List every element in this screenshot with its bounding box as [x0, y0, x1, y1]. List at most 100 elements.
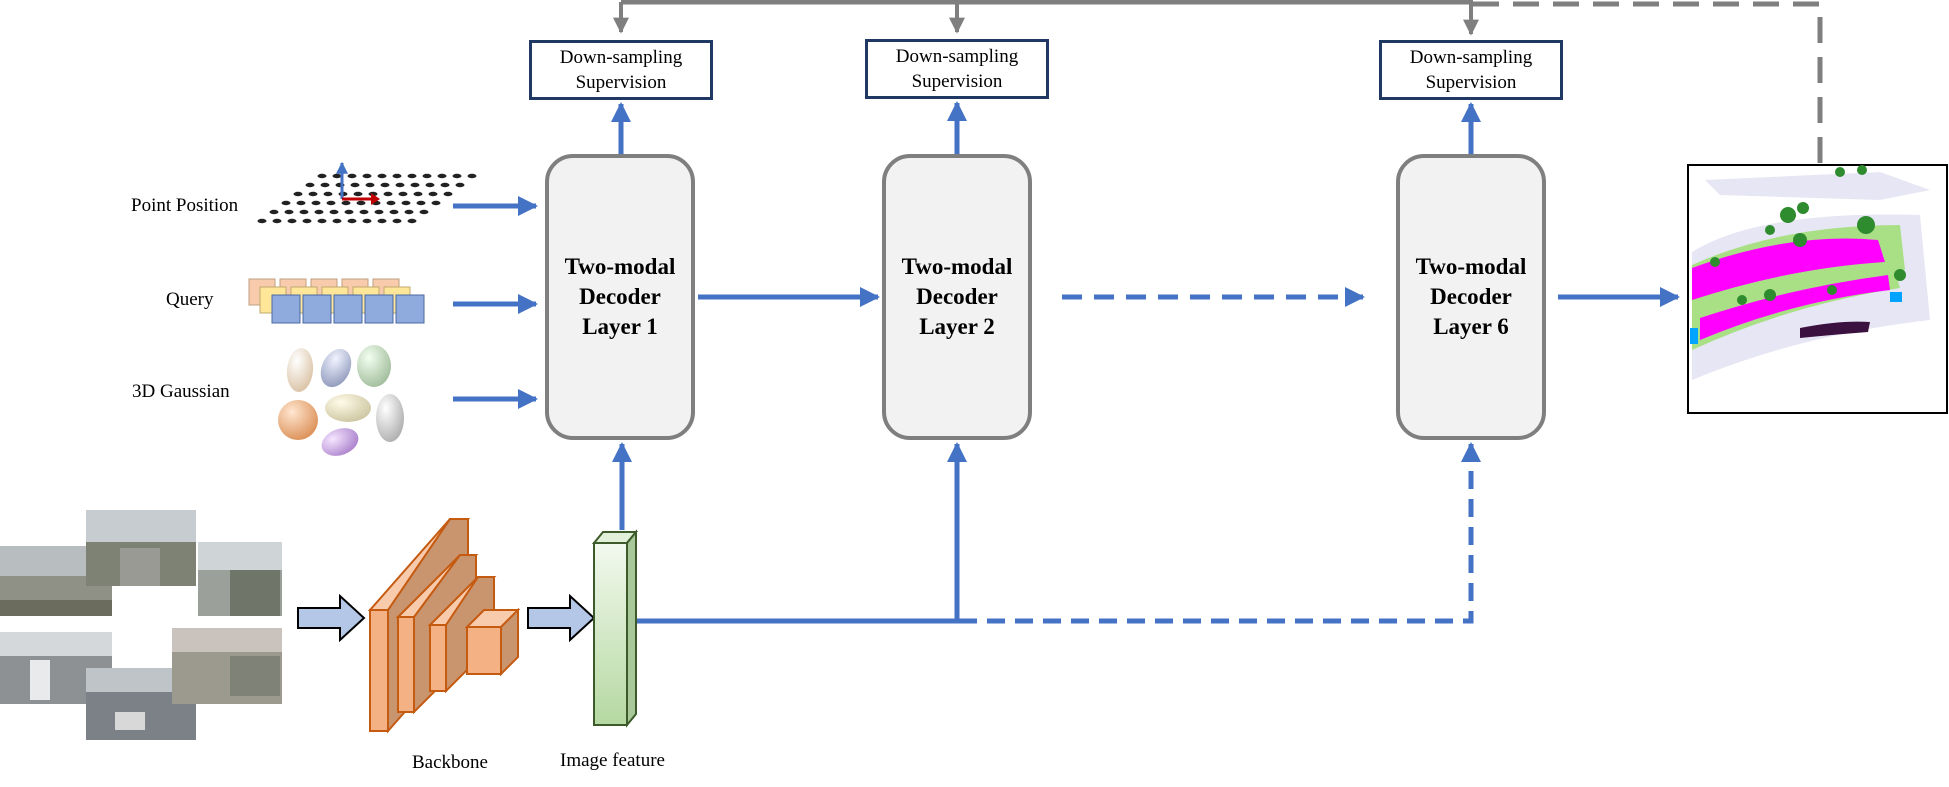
decoder-layer-1: Two-modal Decoder Layer 1	[545, 154, 695, 440]
grid-point	[356, 200, 366, 206]
grid-point	[395, 182, 405, 188]
backbone-label: Backbone	[412, 752, 488, 773]
feedback-loop	[613, 0, 1823, 165]
grid-point	[344, 209, 354, 215]
grid-point	[443, 191, 453, 197]
grid-point	[368, 191, 378, 197]
decoder-1-line2: Decoder	[579, 284, 661, 309]
query-grid-icon	[248, 278, 425, 324]
grid-point	[311, 200, 321, 206]
grid-point	[359, 209, 369, 215]
grid-point	[428, 191, 438, 197]
grid-point	[287, 218, 297, 224]
grid-point	[422, 173, 432, 179]
grid-point	[326, 200, 336, 206]
grid-point	[350, 182, 360, 188]
decoder-layer-2: Two-modal Decoder Layer 2	[882, 154, 1032, 440]
occupancy-output-image	[1687, 164, 1948, 414]
grid-point	[353, 191, 363, 197]
grid-point	[419, 209, 429, 215]
decoder-2-line3: Layer 2	[919, 314, 995, 339]
grid-point	[305, 182, 315, 188]
axis-icon	[336, 161, 380, 205]
grid-point	[413, 191, 423, 197]
decoder-1-line3: Layer 1	[582, 314, 658, 339]
supervision-2-line2: Supervision	[911, 71, 1003, 92]
grid-point	[332, 173, 342, 179]
grid-point	[347, 218, 357, 224]
supervision-1-line2: Supervision	[575, 72, 667, 93]
grid-point	[452, 173, 462, 179]
point-position-label: Point Position	[131, 195, 239, 216]
grid-point	[323, 191, 333, 197]
gaussian-ellipsoids-icon	[278, 345, 404, 456]
image-feature-label: Image feature	[560, 750, 665, 771]
grid-point	[437, 173, 447, 179]
supervision-3-line2: Supervision	[1425, 72, 1517, 93]
gaussian-label: 3D Gaussian	[132, 381, 230, 402]
grid-point	[332, 218, 342, 224]
grid-point	[329, 209, 339, 215]
point-grid-icon	[257, 173, 477, 224]
grid-point	[389, 209, 399, 215]
backbone-to-feature-arrow	[527, 593, 596, 643]
grid-point	[455, 182, 465, 188]
grid-point	[362, 218, 372, 224]
grid-point	[374, 209, 384, 215]
grid-point	[410, 182, 420, 188]
grid-point	[314, 209, 324, 215]
grid-point	[377, 218, 387, 224]
decoder-1-line1: Two-modal	[564, 254, 676, 279]
grid-point	[347, 173, 357, 179]
grid-point	[272, 218, 282, 224]
supervision-2-line1: Down-sampling	[895, 46, 1019, 67]
grid-point	[431, 200, 441, 206]
grid-point	[398, 191, 408, 197]
grid-point	[308, 191, 318, 197]
grid-point	[377, 173, 387, 179]
decoder-layer-6: Two-modal Decoder Layer 6	[1396, 154, 1546, 440]
supervision-box-1: Down-sampling Supervision	[529, 40, 713, 100]
grid-point	[380, 182, 390, 188]
grid-point	[425, 182, 435, 188]
grid-point	[392, 218, 402, 224]
grid-point	[386, 200, 396, 206]
backbone-icon	[367, 518, 521, 734]
grid-point	[317, 218, 327, 224]
grid-point	[302, 218, 312, 224]
grid-point	[293, 191, 303, 197]
grid-point	[467, 173, 477, 179]
grid-point	[404, 209, 414, 215]
camera-images	[0, 510, 282, 740]
supervision-1-line1: Down-sampling	[559, 47, 683, 68]
grid-point	[407, 173, 417, 179]
supervision-box-3: Down-sampling Supervision	[1379, 40, 1563, 100]
grid-point	[383, 191, 393, 197]
query-label: Query	[166, 289, 214, 310]
grid-point	[284, 209, 294, 215]
grid-point	[299, 209, 309, 215]
grid-point	[296, 200, 306, 206]
grid-point	[365, 182, 375, 188]
grid-point	[317, 173, 327, 179]
supervision-box-2: Down-sampling Supervision	[865, 39, 1049, 99]
grid-point	[362, 173, 372, 179]
decoder-2-line1: Two-modal	[901, 254, 1013, 279]
supervision-3-line1: Down-sampling	[1409, 47, 1533, 68]
grid-point	[257, 218, 267, 224]
image-feature-icon	[591, 529, 639, 728]
decoder-6-line3: Layer 6	[1433, 314, 1509, 339]
grid-point	[416, 200, 426, 206]
decoder-6-line2: Decoder	[1430, 284, 1512, 309]
grid-point	[281, 200, 291, 206]
grid-point	[401, 200, 411, 206]
decoder-2-line2: Decoder	[916, 284, 998, 309]
grid-point	[392, 173, 402, 179]
grid-point	[407, 218, 417, 224]
grid-point	[269, 209, 279, 215]
grid-point	[341, 200, 351, 206]
images-to-backbone-arrow	[297, 593, 366, 643]
grid-point	[440, 182, 450, 188]
grid-point	[320, 182, 330, 188]
